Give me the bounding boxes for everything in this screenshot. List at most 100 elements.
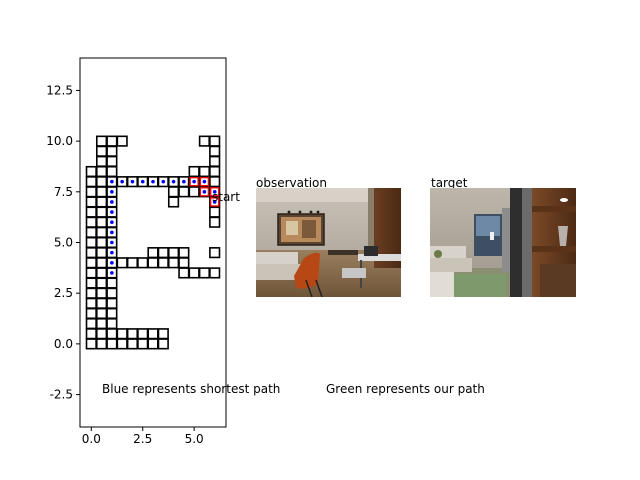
map-cell xyxy=(147,247,159,259)
map-cell xyxy=(209,165,221,178)
map-cell xyxy=(85,317,97,330)
map-cell xyxy=(167,247,180,259)
map-cell xyxy=(209,155,221,168)
map-cell xyxy=(126,328,139,340)
map-cell xyxy=(209,145,221,157)
map-cell xyxy=(95,297,108,309)
shortest-path-point xyxy=(110,190,114,194)
map-cell xyxy=(209,216,221,228)
agent-path-marker xyxy=(199,187,210,197)
map-cell xyxy=(85,236,97,249)
map-cell xyxy=(198,267,211,279)
map-cell xyxy=(85,267,97,279)
map-cell xyxy=(85,176,97,188)
map-cell xyxy=(147,338,159,350)
shortest-path-point xyxy=(171,179,176,184)
map-cell xyxy=(209,135,221,147)
map-cell xyxy=(95,267,108,279)
y-tick-label: 5.0 xyxy=(54,236,73,250)
map-cell xyxy=(106,287,118,299)
shortest-path-point xyxy=(161,179,166,184)
map-cell xyxy=(157,257,169,269)
map-cell xyxy=(106,165,118,178)
map-cell xyxy=(95,277,108,289)
shortest-path-point xyxy=(110,230,114,235)
shortest-path-point xyxy=(202,179,207,184)
target-title: target xyxy=(431,176,468,190)
observation-image xyxy=(256,188,401,297)
map-cell xyxy=(157,328,169,340)
map-cell xyxy=(106,277,118,289)
map-cell xyxy=(95,257,108,269)
map-cell xyxy=(106,307,118,320)
shortest-path-point xyxy=(110,250,114,255)
map-cell xyxy=(85,277,97,289)
y-tick-label: 2.5 xyxy=(54,286,73,300)
x-tick-label: 2.5 xyxy=(133,432,152,446)
y-tick-label: 12.5 xyxy=(46,83,73,97)
map-cell xyxy=(178,247,190,259)
map-cell xyxy=(95,206,108,218)
map-cell xyxy=(85,297,97,309)
shortest-path-point xyxy=(110,271,114,275)
map-cell xyxy=(85,247,97,259)
shortest-path-point xyxy=(110,210,114,214)
map-cell xyxy=(188,165,200,178)
map-cell xyxy=(85,338,97,350)
map-cell xyxy=(198,165,211,178)
shortest-path-point xyxy=(140,179,145,184)
cells-layer xyxy=(85,135,221,350)
map-cell xyxy=(178,267,190,279)
map-cell xyxy=(95,135,108,147)
map-cell xyxy=(116,328,128,340)
map-cell xyxy=(85,165,97,178)
map-cell xyxy=(167,196,180,208)
map-cell xyxy=(209,206,221,218)
map-cell xyxy=(95,196,108,208)
shortest-path-point xyxy=(202,190,207,194)
map-cell xyxy=(209,176,221,188)
map-cell xyxy=(157,338,169,350)
map-cell xyxy=(106,338,118,350)
observation-title: observation xyxy=(256,176,327,190)
map-cell xyxy=(178,257,190,269)
map-cell xyxy=(95,317,108,330)
shortest-path-point xyxy=(110,200,114,204)
map-cell xyxy=(126,338,139,350)
map-cell xyxy=(95,287,108,299)
map-cell xyxy=(85,287,97,299)
map-cell xyxy=(147,257,159,269)
map-cell xyxy=(106,145,118,157)
map-cell xyxy=(116,135,128,147)
map-cell xyxy=(157,247,169,259)
map-cell xyxy=(147,328,159,340)
map-cell xyxy=(209,267,221,279)
map-cell xyxy=(85,186,97,198)
map-cell xyxy=(188,186,200,198)
map-cell xyxy=(95,176,108,188)
map-cell xyxy=(178,186,190,198)
shortest-path-point xyxy=(110,240,114,245)
map-cell xyxy=(95,226,108,238)
y-tick-label: 0.0 xyxy=(54,337,73,351)
map-cell xyxy=(106,135,118,147)
map-cell xyxy=(106,317,118,330)
shortest-path-point xyxy=(212,190,217,194)
agent-path-marker xyxy=(210,197,220,207)
map-cell xyxy=(137,338,149,350)
map-cell xyxy=(106,155,118,168)
map-cell xyxy=(95,247,108,259)
map-cell xyxy=(85,216,97,228)
map-cell xyxy=(85,328,97,340)
map-cell xyxy=(85,206,97,218)
map-cell xyxy=(95,328,108,340)
map-cell xyxy=(137,328,149,340)
shortest-path-point xyxy=(182,179,186,184)
agent-path-marker xyxy=(199,177,210,187)
x-tick-label: 0.0 xyxy=(82,432,101,446)
map-cell xyxy=(95,186,108,198)
map-cell xyxy=(167,186,180,198)
map-cell xyxy=(106,297,118,309)
